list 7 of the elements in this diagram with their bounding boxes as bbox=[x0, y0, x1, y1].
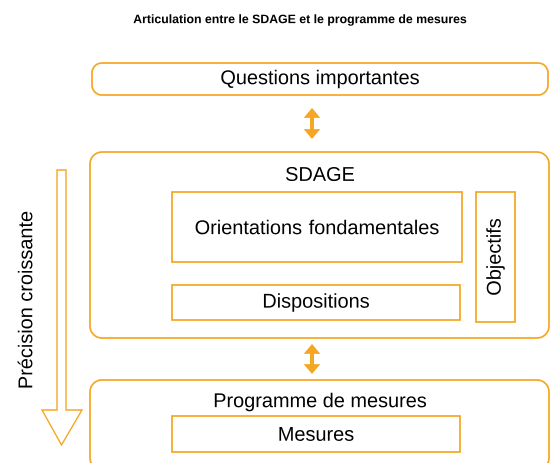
axis-label: Précision croissante bbox=[18, 212, 32, 388]
box: Orientations fondamentales bbox=[171, 191, 463, 263]
box: Dispositions bbox=[171, 284, 461, 321]
title: Articulation entre le SDAGE et le programme de mesures bbox=[134, 14, 466, 26]
rounded-box: Questions importantes bbox=[91, 62, 549, 96]
vertical-box: Objectifs bbox=[475, 191, 516, 323]
box: Mesures bbox=[171, 415, 461, 453]
